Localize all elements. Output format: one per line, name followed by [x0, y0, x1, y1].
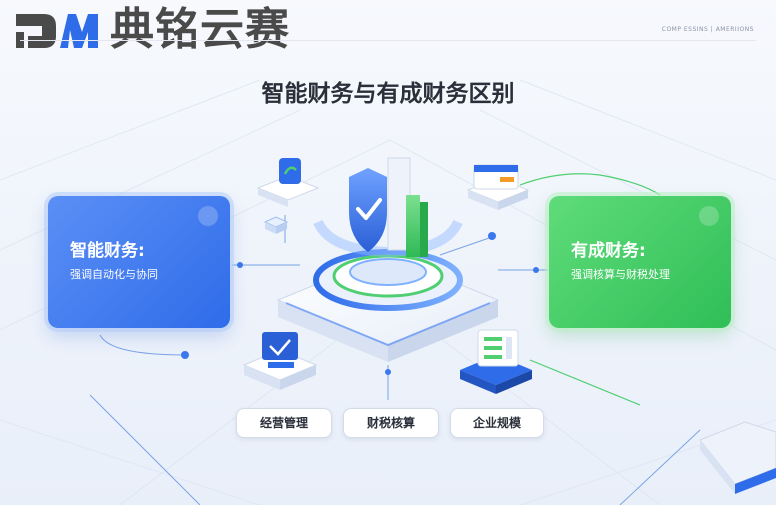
central-platform — [276, 219, 500, 362]
smart-finance-subtitle: 强调自动化与协同 — [70, 268, 158, 281]
business-management-button[interactable]: 经营管理 — [236, 408, 332, 438]
card-decor-dot — [699, 206, 719, 226]
cube-icon — [263, 216, 289, 234]
enterprise-scale-button[interactable]: 企业规模 — [450, 408, 544, 438]
brand-name: 典铭云赛 — [110, 4, 290, 55]
smart-finance-card: 智能财务: 强调自动化与协同 — [48, 196, 230, 328]
traditional-finance-subtitle: 强调核算与财税处理 — [571, 268, 670, 281]
header-divider — [20, 40, 756, 41]
brand-logo-icon — [16, 14, 98, 48]
bar-chart-icon — [387, 157, 428, 257]
page-title: 智能财务与有成财务区别 — [261, 81, 515, 107]
tax-accounting-button[interactable]: 财税核算 — [343, 408, 439, 438]
floor-tile-icon — [699, 421, 776, 494]
header-tagline: COMP ESSINS | AMERIIONS — [661, 26, 754, 33]
traditional-finance-card: 有成财务: 强调核算与财税处理 — [549, 196, 731, 328]
shield-device-icon — [242, 332, 318, 390]
shield-check-icon — [349, 168, 387, 252]
small-device-icon — [256, 158, 320, 207]
card-device-icon — [466, 164, 530, 210]
card-decor-dot — [198, 206, 218, 226]
smart-finance-title: 智能财务: — [70, 241, 145, 261]
server-icon — [460, 329, 532, 394]
traditional-finance-title: 有成财务: — [571, 241, 646, 261]
